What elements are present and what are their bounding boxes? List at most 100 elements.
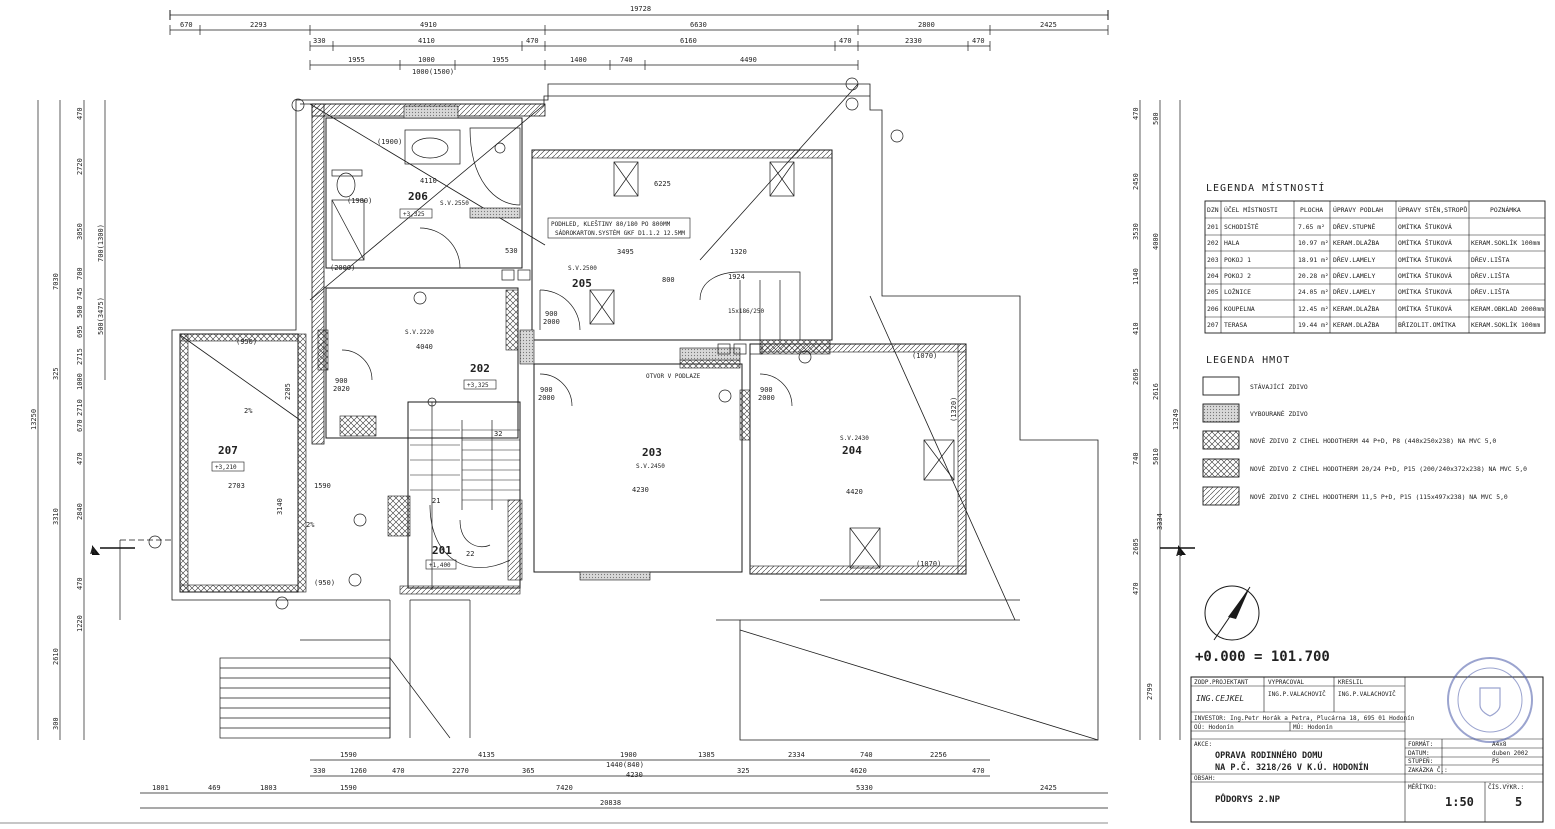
door-205-h: 2000 xyxy=(543,318,560,326)
material-demolished: VYBOURANÉ ZDIVO xyxy=(1250,409,1308,418)
dim-bot-r1-4: 2334 xyxy=(788,751,805,759)
room-207-level: +3,210 xyxy=(215,464,237,471)
dim-left-m0: 7030 xyxy=(52,273,60,290)
slope-1: 2% xyxy=(244,407,253,415)
material-legend: LEGENDA HMOT STÁVAJÍCÍ ZDIVO VYBOURANÉ Z… xyxy=(1202,355,1527,506)
dim-left-i13: 470 xyxy=(76,577,84,590)
room-204-dim: 4420 xyxy=(846,488,863,496)
tb-vypracoval-label: VYPRACOVAL xyxy=(1268,679,1305,686)
tb-cis: 5 xyxy=(1515,795,1522,809)
dim-left-ib0: 700(1300) xyxy=(97,224,105,262)
dim-top-r3-5: 2330 xyxy=(905,37,922,45)
door-202-h: 2020 xyxy=(333,385,350,393)
dim-bot-r1-6: 2256 xyxy=(930,751,947,759)
dim-left-i1: 2720 xyxy=(76,158,84,175)
dim-right-m10: 2799 xyxy=(1146,683,1154,700)
room-205-level: S.V.2500 xyxy=(568,265,597,272)
rl-r6-c0: 207 xyxy=(1207,321,1219,329)
rl-r5-c5: KERAM.OBKLAD 2000mm xyxy=(1471,305,1544,313)
rl-r4-c2: 24.05 m² xyxy=(1298,288,1329,296)
rl-r0-c2: 7.65 m² xyxy=(1298,223,1325,231)
dim-left-i8: 1000 xyxy=(76,373,84,390)
dim-bot-r2-0: 330 xyxy=(313,767,326,775)
rl-r2-c1: POKOJ 1 xyxy=(1224,256,1251,264)
rl-r4-c3: DŘEV.LAMELY xyxy=(1333,287,1375,296)
dim-bot-r3-3: 1590 xyxy=(340,784,357,792)
rl-h5: POZNÁMKA xyxy=(1490,205,1521,214)
rl-r3-c2: 20.28 m² xyxy=(1298,272,1329,280)
tb-akce-label: AKCE: xyxy=(1194,741,1212,748)
rl-r5-c1: KOUPELNA xyxy=(1224,305,1255,313)
dim-left-total: 13250 xyxy=(30,409,38,430)
north-arrow-icon xyxy=(1204,585,1260,641)
dim-left-m1: 325 xyxy=(52,367,60,380)
rl-r4-c4: OMÍTKA ŠTUKOVÁ xyxy=(1398,287,1452,296)
room-legend-title: LEGENDA MÍSTNOSTÍ xyxy=(1206,181,1325,194)
room-206-dim: 4110 xyxy=(420,177,437,185)
dim-left-i5: 500 xyxy=(76,305,84,318)
rl-r3-c5: DŘEV.LIŠTA xyxy=(1471,271,1510,280)
tb-akce-1: OPRAVA RODINNÉHO DOMU xyxy=(1215,749,1322,761)
rl-h2: PLOCHA xyxy=(1300,206,1323,214)
room-207-950a: (950) xyxy=(236,338,257,346)
room-203-number: 203 xyxy=(642,446,662,459)
elevation-reference: +0.000 = 101.700 xyxy=(1195,649,1330,665)
dim-1980: (1980) xyxy=(347,197,372,205)
rl-r2-c4: OMÍTKA ŠTUKOVÁ xyxy=(1398,255,1452,264)
room-204-1070a: (1070) xyxy=(912,352,937,360)
hatch-label: OTVOR V PODLAZE xyxy=(646,373,701,380)
room-207-number: 207 xyxy=(218,444,238,457)
dim-top-r2-5: 2425 xyxy=(1040,21,1057,29)
tb-datum-label: DATUM: xyxy=(1408,750,1430,757)
dim-left-m3: 2610 xyxy=(52,648,60,665)
tb-stupen: PS xyxy=(1492,758,1500,765)
rl-r4-c5: DŘEV.LIŠTA xyxy=(1471,287,1510,296)
dim-left-i10: 670 xyxy=(76,419,84,432)
room-202-sv: S.V.2220 xyxy=(405,329,434,336)
dim-top-r2-3: 6630 xyxy=(690,21,707,29)
dim-left-i0: 470 xyxy=(76,107,84,120)
fixtures xyxy=(148,77,955,610)
rl-r1-c1: HALA xyxy=(1224,239,1240,247)
dim-top-r3-2: 470 xyxy=(526,37,539,45)
room-202-dim: 4040 xyxy=(416,343,433,351)
dim-530: 530 xyxy=(505,247,518,255)
dim-bot-r3-1: 469 xyxy=(208,784,221,792)
dim-top-r3-4: 470 xyxy=(839,37,852,45)
rl-r4-c1: LOŽNICE xyxy=(1224,287,1251,296)
material-existing: STÁVAJÍCÍ ZDIVO xyxy=(1250,382,1308,391)
rl-r6-c4: BŘIZOLIT.OMÍTKA xyxy=(1398,320,1456,329)
dim-left-i14: 1220 xyxy=(76,615,84,632)
dim-bot-total: 20838 xyxy=(600,799,621,807)
dim-bot-r3-6: 2425 xyxy=(1040,784,1057,792)
tb-kreslil-label: KRESLIL xyxy=(1338,679,1364,686)
dim-bot-r3-0: 1801 xyxy=(152,784,169,792)
material-new-44: NOVÉ ZDIVO Z CIHEL HODOTHERM 44 P+D, P8 … xyxy=(1250,436,1496,445)
dim-left-m2: 3310 xyxy=(52,508,60,525)
room-206-level: +3,325 xyxy=(403,211,425,218)
rl-r2-c0: 203 xyxy=(1207,256,1219,264)
rl-r1-c5: KERAM.SOKLÍK 100mm xyxy=(1471,238,1540,247)
dim-top-r2-2: 4910 xyxy=(420,21,437,29)
tb-ou: OÚ: Hodonín xyxy=(1194,724,1234,731)
room-203-dim: 4230 xyxy=(632,486,649,494)
dim-bot-r2-7: 4620 xyxy=(850,767,867,775)
tb-investor: INVESTOR: Ing.Petr Horák a Petra, Plucár… xyxy=(1194,715,1415,722)
walls xyxy=(179,103,967,595)
dim-top-r4b: 1000(1500) xyxy=(412,68,454,76)
dim-top-r2-0: 670 xyxy=(180,21,193,29)
room-205-dim-1320: 1320 xyxy=(730,248,747,256)
dim-1900: (1900) xyxy=(377,138,402,146)
tb-meritko: 1:50 xyxy=(1445,795,1474,809)
dim-bot-r2-5: 4230 xyxy=(626,771,643,779)
tb-obsah: PŮDORYS 2.NP xyxy=(1215,793,1281,805)
room-204-level: S.V.2430 xyxy=(840,435,869,442)
material-new-20-24: NOVÉ ZDIVO Z CIHEL HODOTHERM 20/24 P+D, … xyxy=(1250,464,1527,473)
tb-mu: MÚ: Hodonín xyxy=(1293,724,1333,731)
bottom-dimensions: 1590 4135 1900 1385 2334 740 2256 1440(8… xyxy=(0,751,1108,824)
dim-top-r3-0: 330 xyxy=(313,37,326,45)
dim-2000: (2000) xyxy=(330,264,355,272)
tb-vypracoval-name: ING.P.VALACHOVIČ xyxy=(1268,691,1326,698)
dim-left-i4: 745 xyxy=(76,287,84,300)
